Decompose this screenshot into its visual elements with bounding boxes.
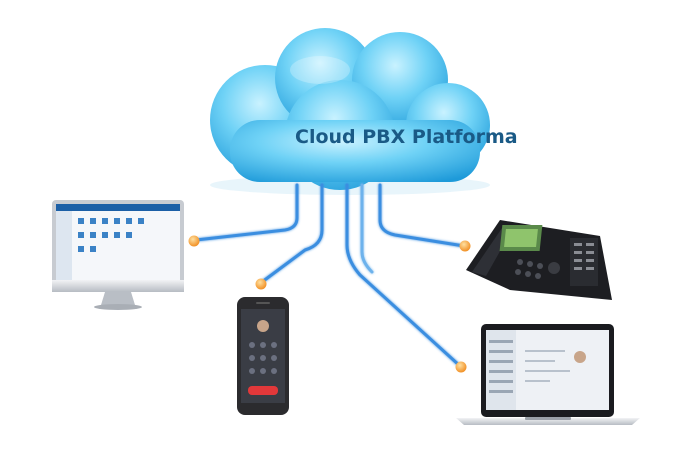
connector-desktop (194, 183, 299, 242)
connector-dots (188, 235, 471, 373)
smartphone-icon (237, 297, 289, 415)
connector-dot (255, 278, 267, 290)
connector-extra (360, 183, 374, 274)
cloud-label: Cloud PBX Platforma (295, 126, 518, 148)
connector-dot (455, 361, 467, 373)
desk-phone-icon (466, 220, 612, 300)
connector-dot (459, 240, 471, 252)
laptop-icon (456, 324, 640, 425)
desktop-monitor-icon (52, 200, 184, 310)
connector-dot (188, 235, 200, 247)
connector-deskphone (378, 183, 466, 248)
connector-phone-mobile (260, 183, 324, 284)
connector-lines (194, 183, 466, 368)
connector-laptop (345, 183, 462, 368)
cloud-icon (210, 28, 490, 195)
